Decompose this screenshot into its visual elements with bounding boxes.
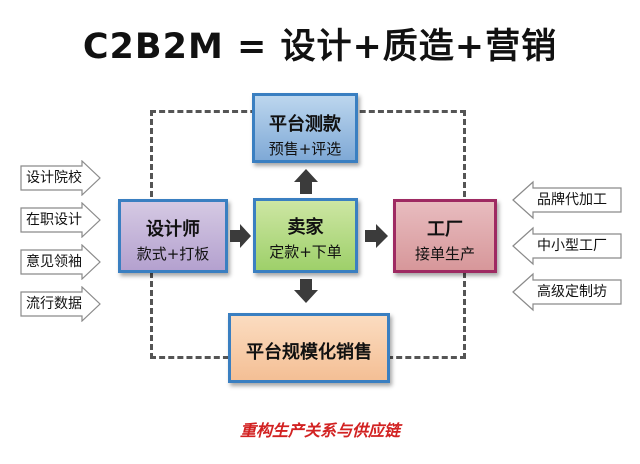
footer-caption: 重构生产关系与供应链 bbox=[239, 421, 400, 440]
right-input-label: 品牌代加工 bbox=[537, 192, 607, 208]
factory-subtitle: 接单生产 bbox=[414, 245, 475, 263]
platform-testing-title: 平台测款 bbox=[269, 114, 341, 135]
platform-testing-subtitle: 预售+评选 bbox=[268, 140, 342, 158]
designer-title: 设计师 bbox=[146, 219, 200, 240]
left-input-arrow: 在职设计 bbox=[20, 202, 102, 238]
left-input-arrow: 意见领袖 bbox=[20, 244, 102, 280]
left-input-label: 在职设计 bbox=[26, 212, 82, 228]
left-input-label: 流行数据 bbox=[26, 296, 82, 312]
designer-box: 设计师 款式+打板 bbox=[118, 199, 228, 273]
seller-title: 卖家 bbox=[287, 217, 324, 238]
right-input-arrow: 高级定制坊 bbox=[511, 272, 623, 312]
right-input-arrow: 品牌代加工 bbox=[511, 180, 623, 220]
seller-box: 卖家 定款+下单 bbox=[253, 198, 358, 273]
arrow-seller-to-factory bbox=[365, 224, 388, 248]
factory-title: 工厂 bbox=[427, 219, 463, 240]
seller-subtitle: 定款+下单 bbox=[269, 243, 342, 261]
right-input-label: 高级定制坊 bbox=[537, 284, 607, 300]
arrow-seller-to-bottom bbox=[294, 279, 318, 303]
designer-subtitle: 款式+打板 bbox=[136, 245, 210, 263]
page-title: C2B2M = 设计+质造+营销 bbox=[82, 27, 558, 67]
left-input-arrow: 流行数据 bbox=[20, 286, 102, 322]
platform-scale-sales-box: 平台规模化销售 bbox=[228, 313, 390, 383]
left-input-label: 设计院校 bbox=[26, 170, 82, 186]
factory-box: 工厂 接单生产 bbox=[393, 199, 497, 273]
platform-scale-sales-title: 平台规模化销售 bbox=[246, 342, 372, 363]
right-input-arrow: 中小型工厂 bbox=[511, 226, 623, 266]
left-input-label: 意见领袖 bbox=[26, 254, 82, 270]
right-input-label: 中小型工厂 bbox=[537, 238, 607, 254]
platform-testing-box: 平台测款 预售+评选 bbox=[252, 93, 358, 163]
arrow-seller-to-top bbox=[294, 169, 318, 194]
left-input-arrow: 设计院校 bbox=[20, 160, 102, 196]
arrow-designer-to-seller bbox=[230, 224, 251, 248]
